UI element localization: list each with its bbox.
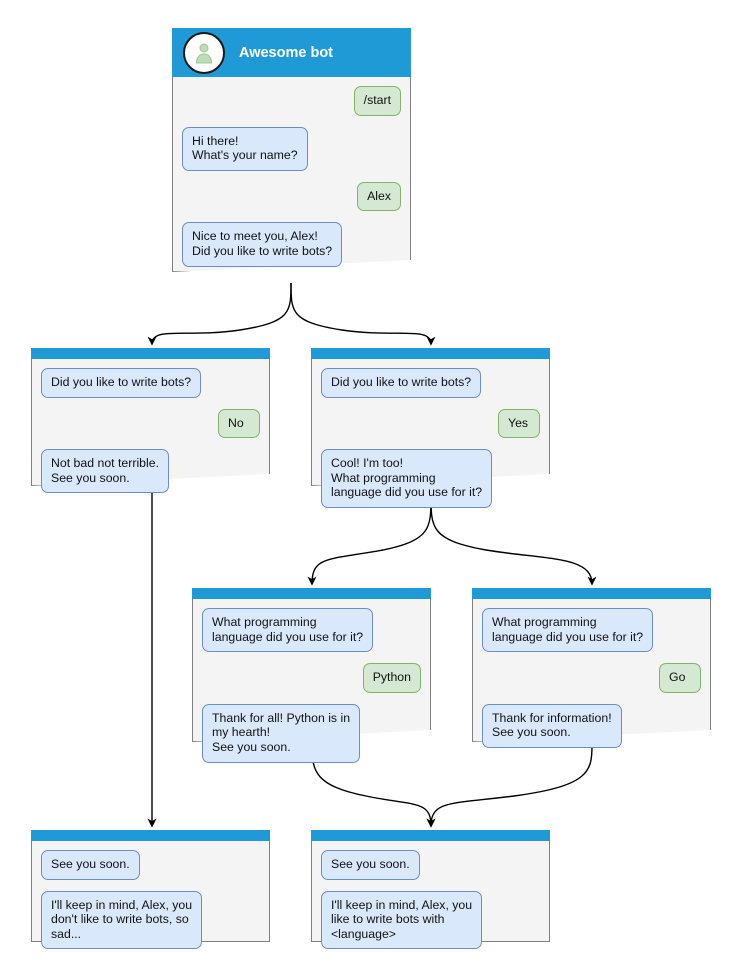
bot-title: Awesome bot xyxy=(239,44,334,61)
user-message-row: Yes xyxy=(321,408,540,439)
bot-message-bubble[interactable]: Not bad not terrible. See you soon. xyxy=(41,449,170,494)
bot-message-row: See you soon. xyxy=(321,850,540,880)
user-message-row: /start xyxy=(182,86,401,116)
user-message-bubble[interactable]: Go xyxy=(659,663,701,693)
bot-message-bubble[interactable]: What programming language did you use fo… xyxy=(482,608,654,653)
bot-message-row: Did you like to write bots? xyxy=(41,368,260,398)
user-message-bubble[interactable]: No xyxy=(218,408,260,439)
node-header-bar xyxy=(311,348,550,359)
bot-message-bubble[interactable]: I'll keep in mind, Alex, you like to wri… xyxy=(321,890,483,950)
bot-message-bubble[interactable]: Did you like to write bots? xyxy=(41,368,202,398)
node-answer-python[interactable]: What programming language did you use fo… xyxy=(192,588,431,763)
bot-message-bubble[interactable]: Nice to meet you, Alex! Did you like to … xyxy=(182,222,343,267)
node-header-bar xyxy=(192,588,431,599)
chat-message-list: What programming language did you use fo… xyxy=(472,599,711,759)
bot-message-bubble[interactable]: What programming language did you use fo… xyxy=(202,608,374,653)
bot-message-bubble[interactable]: Hi there! What's your name? xyxy=(182,126,308,171)
node-header-bar xyxy=(31,830,270,841)
node-end-yes[interactable]: See you soon. I'll keep in mind, Alex, yo… xyxy=(311,830,550,950)
node-start[interactable]: Awesome bot/start Hi there! What's your n… xyxy=(172,28,411,272)
user-message-bubble[interactable]: Yes xyxy=(498,408,540,439)
bot-message-row: What programming language did you use fo… xyxy=(482,608,701,653)
user-message-bubble[interactable]: /start xyxy=(353,86,401,116)
node-header-bar xyxy=(472,588,711,599)
chat-message-list: What programming language did you use fo… xyxy=(192,599,431,774)
bot-message-row: What programming language did you use fo… xyxy=(202,608,421,653)
node-header-bar xyxy=(31,348,270,359)
bot-message-bubble[interactable]: Cool! I'm too! What programming language… xyxy=(321,449,493,508)
user-message-bubble[interactable]: Alex xyxy=(357,181,401,212)
chat-message-list: See you soon. I'll keep in mind, Alex, yo… xyxy=(31,841,270,960)
node-answer-go[interactable]: What programming language did you use fo… xyxy=(472,588,711,748)
edge-start-to-yes xyxy=(290,282,436,346)
user-message-row: Python xyxy=(202,663,421,693)
edge-start-to-no xyxy=(147,282,292,346)
bot-message-row: Not bad not terrible. See you soon. xyxy=(41,449,260,494)
bot-message-bubble[interactable]: Thank for all! Python is in my hearth! S… xyxy=(202,703,361,763)
bot-message-bubble[interactable]: See you soon. xyxy=(321,850,420,880)
bot-message-bubble[interactable]: Did you like to write bots? xyxy=(321,368,482,398)
bot-message-row: I'll keep in mind, Alex, you like to wri… xyxy=(321,890,540,950)
node-header-bar: Awesome bot xyxy=(172,28,411,77)
user-message-row: No xyxy=(41,408,260,439)
bot-message-row: Hi there! What's your name? xyxy=(182,126,401,171)
user-message-row: Alex xyxy=(182,181,401,212)
user-message-row: Go xyxy=(482,663,701,693)
bot-message-bubble[interactable]: See you soon. xyxy=(41,850,140,880)
bot-message-row: Did you like to write bots? xyxy=(321,368,540,398)
bot-message-bubble[interactable]: I'll keep in mind, Alex, you don't like … xyxy=(41,890,203,950)
bot-message-row: Thank for all! Python is in my hearth! S… xyxy=(202,703,421,763)
bot-message-row: Nice to meet you, Alex! Did you like to … xyxy=(182,222,401,267)
user-message-bubble[interactable]: Python xyxy=(362,663,421,693)
user-avatar-icon xyxy=(183,31,225,74)
bot-message-bubble[interactable]: Thank for information! See you soon. xyxy=(482,703,622,748)
bot-message-row: Cool! I'm too! What programming language… xyxy=(321,449,540,508)
node-end-no[interactable]: See you soon. I'll keep in mind, Alex, yo… xyxy=(31,830,270,950)
bot-message-row: I'll keep in mind, Alex, you don't like … xyxy=(41,890,260,950)
bot-message-row: See you soon. xyxy=(41,850,260,880)
bot-message-row: Thank for information! See you soon. xyxy=(482,703,701,748)
chat-message-list: See you soon. I'll keep in mind, Alex, yo… xyxy=(311,841,550,960)
node-header-bar xyxy=(311,830,550,841)
